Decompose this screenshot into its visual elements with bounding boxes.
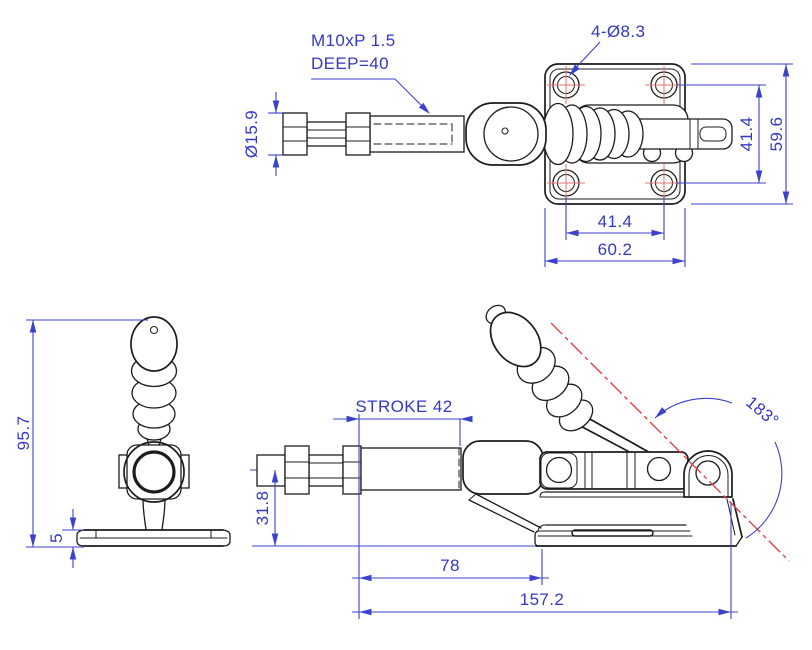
pivot-hole-left [545,456,573,484]
pivot-hole-ear [695,460,721,486]
side-linkage [539,451,689,490]
dim-base-thickness: 5 [47,533,66,543]
hole-top-right [645,66,683,104]
front-hub [118,441,190,503]
hole-spacing-horizontal-dim: 41.4 [565,197,665,240]
front-base [76,498,231,547]
dim-axis-height: 31.8 [253,491,272,526]
side-view: 183° STROKE 42 31.8 [250,304,790,619]
handle-end-hole [501,127,509,135]
hole-top-left [547,66,585,104]
front-dimensions: 95.7 5 [14,319,148,568]
grip-top-hole [150,326,158,334]
hub-bore [132,450,176,494]
thread-note: M10xP 1.5 DEEP=40 [311,31,430,114]
handle-end-cap [483,106,539,162]
stroke-dim: STROKE 42 [333,397,473,446]
side-body [462,440,544,495]
dim-hole-spacing-vertical: 41.4 [737,117,756,152]
dim-plate-width: 60.2 [598,240,633,259]
dim-hole-spacing-horizontal: 41.4 [598,212,633,231]
dim-spindle-diameter: Ø15.9 [242,110,261,158]
spindle-diameter-dim: Ø15.9 [242,92,283,176]
top-dimensions: M10xP 1.5 DEEP=40 4-Ø8.3 Ø15.9 [242,22,793,267]
holes-note-text: 4-Ø8.3 [591,22,645,41]
plate-width-dim: 60.2 [544,208,686,267]
base-thickness-dim: 5 [47,509,84,568]
thread-note-line2: DEEP=40 [311,54,389,73]
dim-base-offset: 78 [440,556,460,575]
side-plunger [250,445,462,495]
dim-opening-angle: 183° [742,393,782,431]
overall-length-dim: 157.2 [352,502,738,619]
top-plunger [282,112,465,156]
handle-axis-centerline [550,322,790,562]
hole-spacing-vertical-dim: 41.4 [677,84,766,184]
overall-height-dim: 95.7 [14,319,148,548]
top-mounting-holes [547,66,683,202]
front-handle [130,316,178,449]
dim-overall-length: 157.2 [520,590,565,609]
plate-height-dim: 59.6 [691,63,793,205]
pivot-hole-right [646,456,672,482]
hole-bottom-left [547,164,585,202]
side-dimensions: STROKE 42 31.8 78 [252,397,738,619]
dim-stroke: STROKE 42 [355,397,452,416]
front-view: 95.7 5 [14,316,231,568]
dim-overall-height: 95.7 [14,416,33,451]
axis-height-dim: 31.8 [252,470,536,547]
side-base [468,491,743,547]
side-pivot-ear [683,450,733,498]
thread-note-line1: M10xP 1.5 [311,31,396,50]
holes-note: 4-Ø8.3 [569,22,645,76]
side-handle-grip [485,304,594,432]
top-view: M10xP 1.5 DEEP=40 4-Ø8.3 Ø15.9 [242,22,793,267]
dim-plate-height: 59.6 [767,117,786,152]
base-offset-dim: 78 [352,549,549,585]
top-handle [465,102,644,166]
